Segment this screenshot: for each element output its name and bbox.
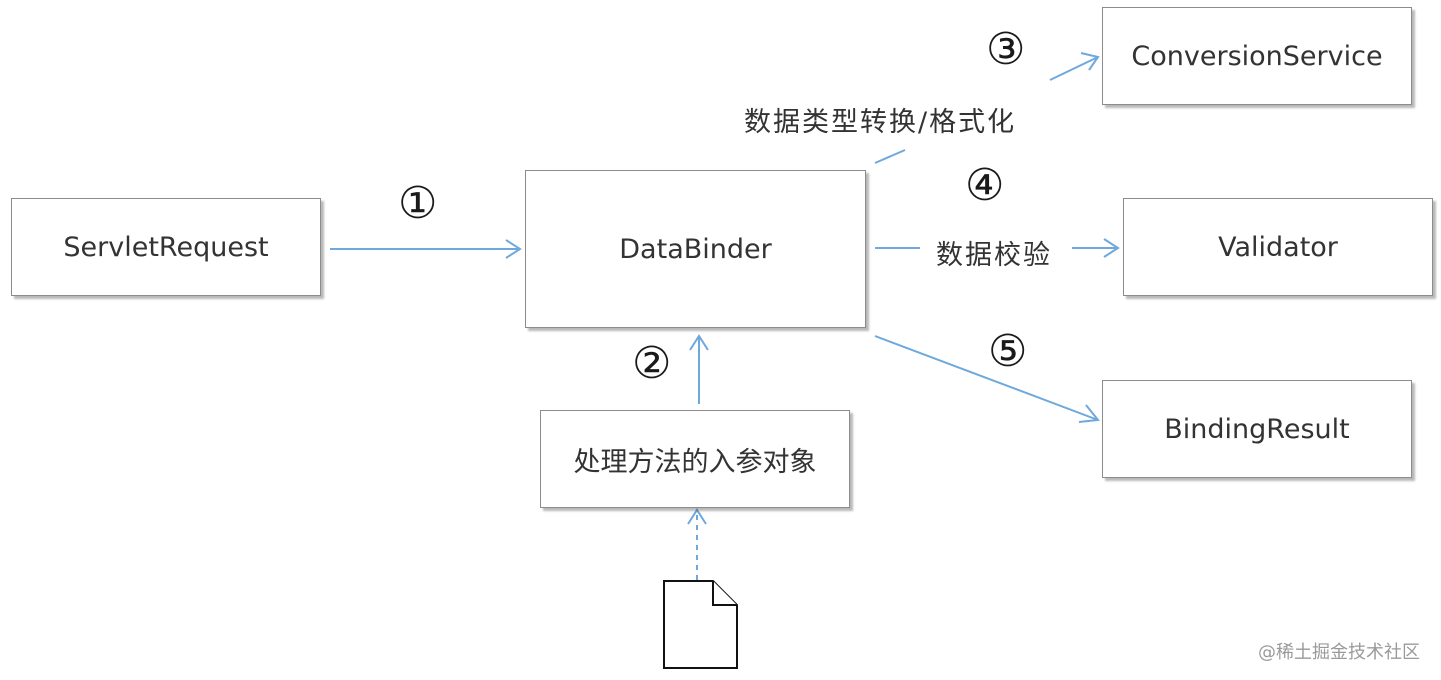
step-1-marker: ① bbox=[398, 178, 438, 229]
document-icon bbox=[663, 580, 738, 669]
binding-result-label: BindingResult bbox=[1164, 413, 1350, 445]
arrowhead-request-to-binder bbox=[505, 239, 522, 259]
validator-label: Validator bbox=[1218, 231, 1338, 263]
step-3-marker: ③ bbox=[986, 24, 1026, 75]
conversion-service-box: ConversionService bbox=[1102, 7, 1412, 105]
step-5-marker: ⑤ bbox=[988, 326, 1028, 377]
servlet-request-label: ServletRequest bbox=[63, 231, 269, 263]
step-2-marker: ② bbox=[632, 338, 672, 389]
arrowhead-document-to-param bbox=[687, 508, 707, 525]
conversion-service-label: ConversionService bbox=[1131, 40, 1383, 72]
conversion-label: 数据类型转换/格式化 bbox=[744, 107, 1017, 138]
arrow-binder-to-conversion-lower bbox=[874, 149, 906, 164]
validation-label: 数据校验 bbox=[936, 240, 1052, 271]
arrowhead-binder-to-conversion bbox=[1080, 52, 1100, 71]
handler-param-object-label: 处理方法的入参对象 bbox=[573, 446, 817, 478]
data-binder-box: DataBinder bbox=[525, 170, 866, 328]
arrowhead-binder-to-bindingresult bbox=[1078, 404, 1100, 423]
step-4-marker: ④ bbox=[965, 160, 1005, 211]
arrowhead-binder-to-validator bbox=[1103, 238, 1120, 258]
data-binder-label: DataBinder bbox=[619, 233, 772, 265]
validator-box: Validator bbox=[1123, 198, 1433, 296]
watermark: @稀土掘金技术社区 bbox=[1258, 642, 1420, 663]
arrow-binder-to-conversion-upper bbox=[1049, 56, 1099, 81]
binding-result-box: BindingResult bbox=[1102, 380, 1412, 478]
handler-param-object-box: 处理方法的入参对象 bbox=[540, 410, 850, 508]
servlet-request-box: ServletRequest bbox=[11, 198, 321, 296]
arrowhead-param-to-binder bbox=[689, 334, 709, 351]
arrow-binder-to-bindingresult bbox=[874, 335, 1099, 421]
